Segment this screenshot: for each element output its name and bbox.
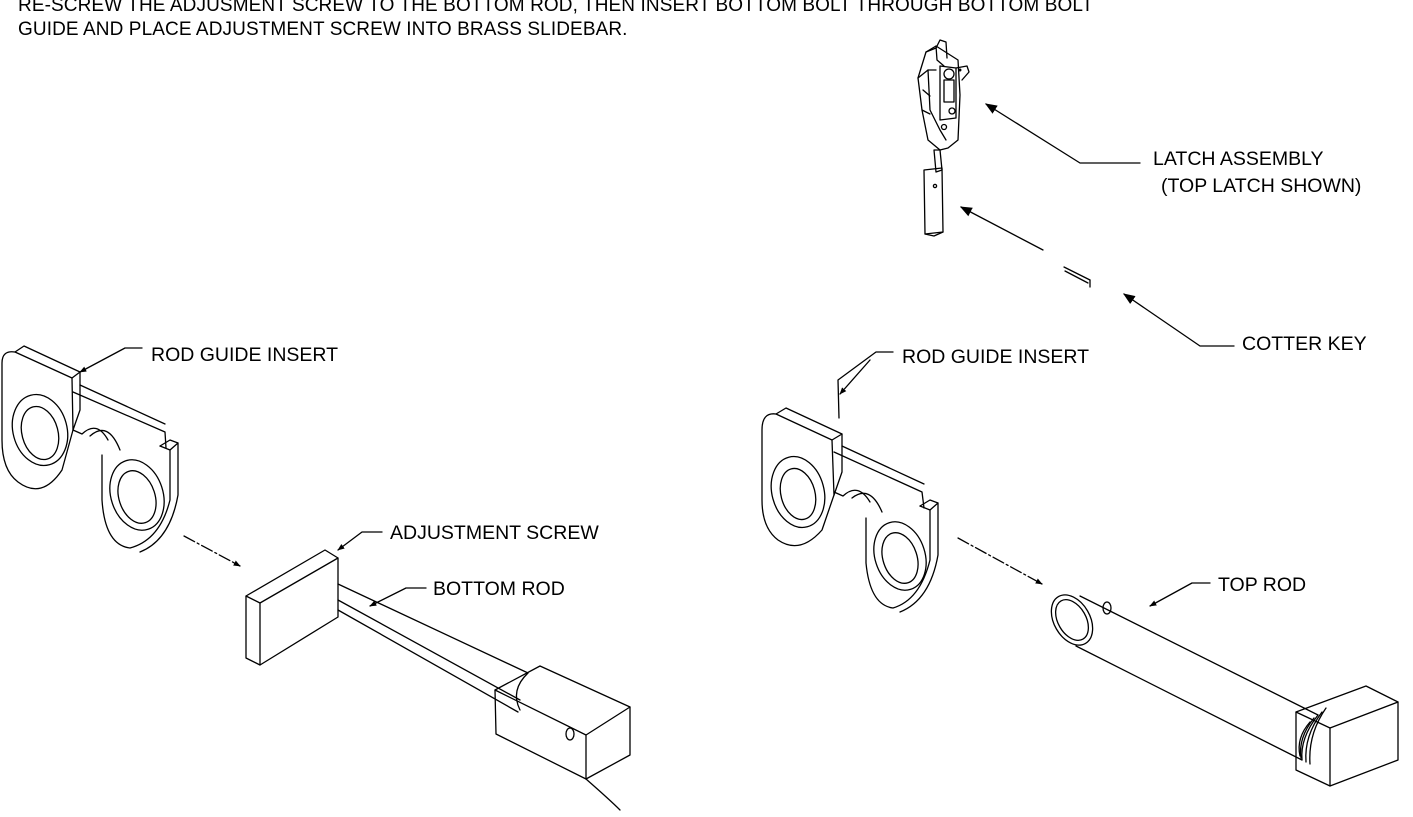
- cotter-key-leader: [1123, 293, 1234, 346]
- top-rod-leader: [1150, 583, 1210, 606]
- adjustment-screw-leader: [338, 532, 382, 550]
- cotter-to-latch-arrow: [959, 207, 1043, 250]
- right-explode-line: [958, 538, 1042, 584]
- label-top-latch-shown: (TOP LATCH SHOWN): [1161, 175, 1362, 197]
- instruction-text: RE-SCREW THE ADJUSMENT SCREW TO THE BOTT…: [18, 0, 1408, 42]
- label-top-rod: TOP ROD: [1218, 574, 1307, 596]
- bottom-rod-drawing: [246, 550, 630, 810]
- instruction-line-1: RE-SCREW THE ADJUSMENT SCREW TO THE BOTT…: [18, 0, 1094, 16]
- rod-guide-insert-right-drawing: [762, 408, 938, 612]
- right-guide-leader-arrow: [840, 360, 870, 394]
- left-explode-line: [184, 536, 240, 566]
- top-rod-drawing: [1043, 588, 1398, 786]
- label-bottom-rod: BOTTOM ROD: [433, 578, 565, 600]
- latch-assembly-drawing: [918, 40, 969, 236]
- label-rod-guide-insert-right: ROD GUIDE INSERT: [902, 346, 1090, 368]
- label-adjustment-screw: ADJUSTMENT SCREW: [390, 522, 599, 544]
- label-rod-guide-insert-left: ROD GUIDE INSERT: [151, 344, 339, 366]
- rod-guide-insert-left-drawing: [2, 346, 178, 552]
- latch-leader-arrow: [984, 104, 1140, 163]
- bottom-rod-leader: [370, 588, 426, 606]
- label-cotter-key: COTTER KEY: [1242, 333, 1367, 355]
- right-guide-leader: [838, 352, 893, 418]
- instruction-line-2: GUIDE AND PLACE ADJUSTMENT SCREW INTO BR…: [18, 19, 628, 40]
- left-guide-leader: [80, 348, 142, 372]
- label-latch-assembly: LATCH ASSEMBLY: [1153, 148, 1324, 170]
- cotter-key-drawing: [1064, 267, 1090, 287]
